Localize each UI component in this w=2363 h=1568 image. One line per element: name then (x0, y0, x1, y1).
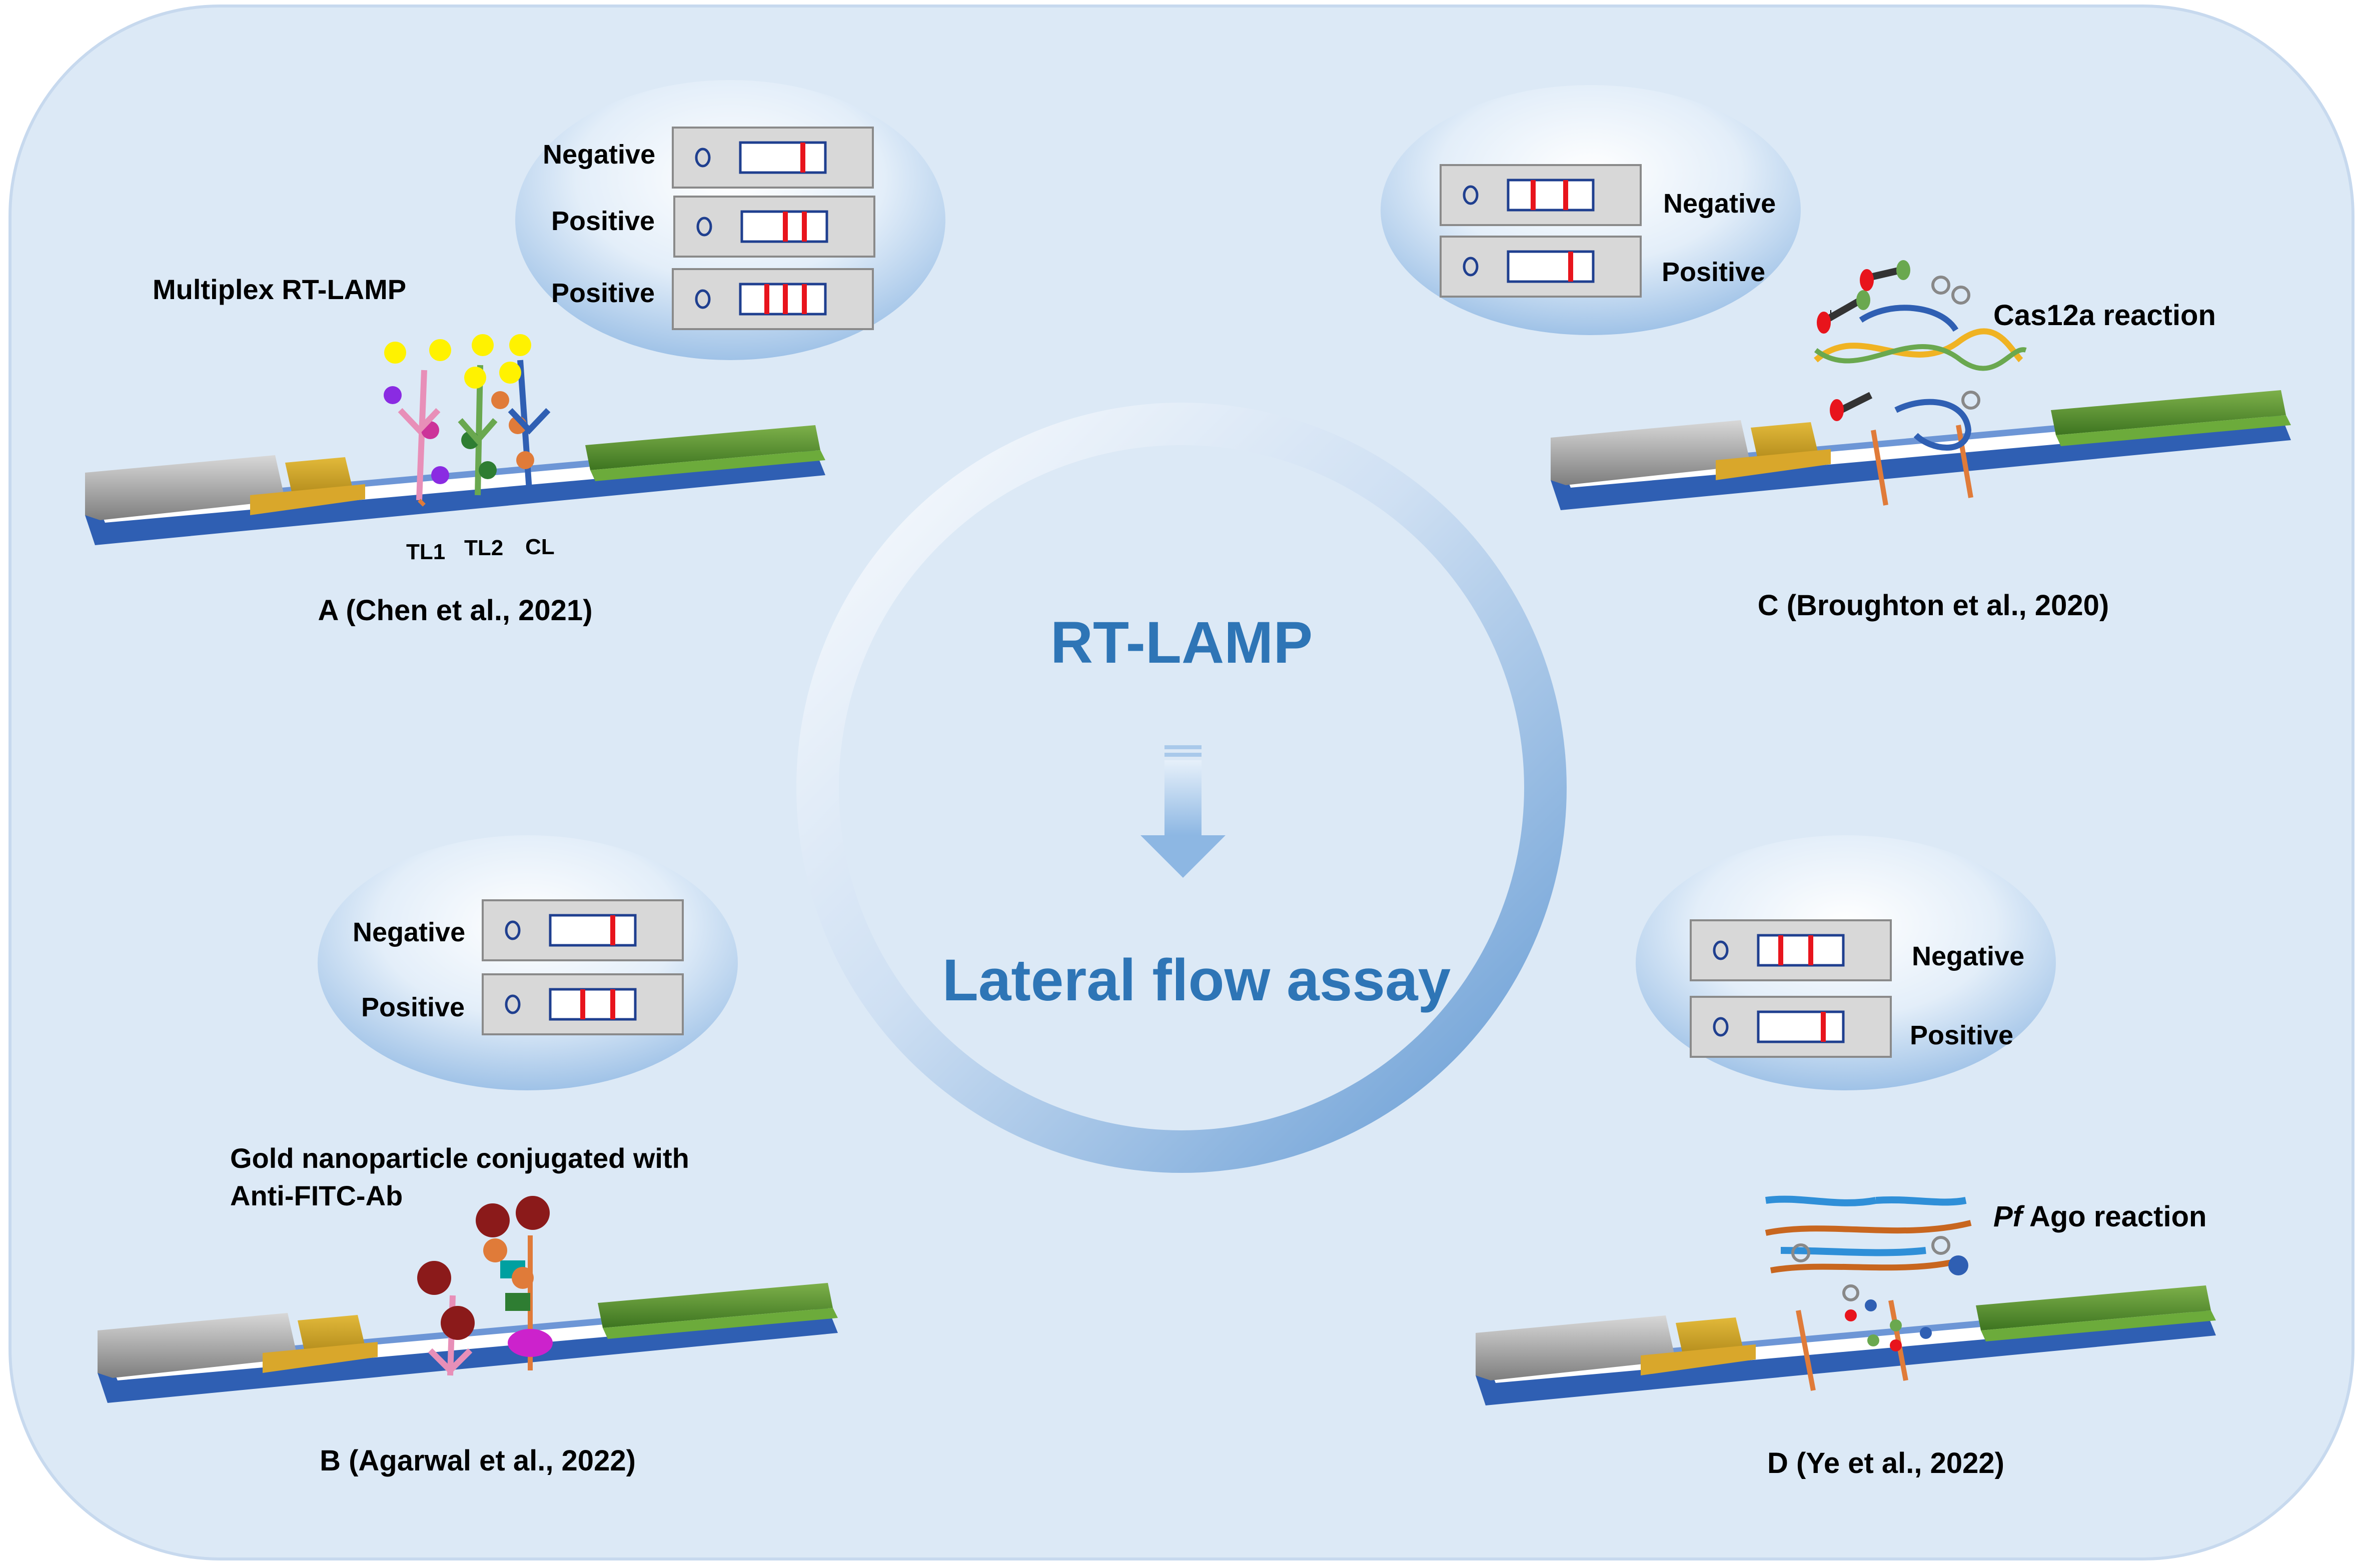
center-subtitle: Lateral flow assay (942, 947, 1451, 1013)
result-label: Positive (1910, 1020, 2013, 1050)
panel-b: Negative Positive Gold nanoparticle conj… (98, 835, 838, 1477)
result-row-c-1: Negative (1441, 165, 1776, 225)
result-line (1778, 935, 1783, 965)
panel-d: Negative Positive Pf Ago reaction (1476, 835, 2216, 1479)
result-line (783, 212, 788, 242)
result-label: Negative (543, 140, 655, 170)
method-label-c: Cas12a reaction (1993, 299, 2216, 332)
line-label-tl2: TL2 (464, 536, 503, 560)
result-row-d-2: Positive (1691, 997, 2013, 1057)
result-label: Negative (1912, 941, 2024, 971)
result-label: Positive (551, 278, 655, 308)
caption-c: C (Broughton et al., 2020) (1758, 589, 2109, 622)
caption-d: D (Ye et al., 2022) (1767, 1447, 2004, 1479)
method-label-d-rest: Ago reaction (2022, 1200, 2206, 1233)
down-arrow-icon (1140, 745, 1226, 878)
method-label-d-italic: Pf (1993, 1200, 2025, 1233)
result-line (610, 915, 615, 945)
method-label-a: Multiplex RT-LAMP (153, 274, 406, 305)
result-line (802, 284, 807, 314)
test-lines-c (1871, 425, 1973, 506)
cas12a-complex-icon (1814, 260, 2027, 451)
result-row-a-3: Positive (551, 269, 873, 329)
result-line (783, 284, 788, 314)
result-line (1821, 1012, 1826, 1042)
result-label: Negative (353, 917, 465, 947)
method-label-b-line1: Gold nanoparticle conjugated with (230, 1142, 689, 1174)
result-line (1531, 180, 1536, 210)
result-row-a-1: Negative (543, 128, 873, 188)
result-label: Positive (551, 206, 655, 236)
result-line (1568, 252, 1573, 282)
result-line (610, 989, 615, 1019)
caption-a: A (Chen et al., 2021) (318, 594, 592, 627)
result-label: Negative (1663, 189, 1776, 219)
result-row-a-2: Positive (551, 197, 874, 257)
gold-nanoparticle-complex-icon (417, 1196, 553, 1376)
result-line (764, 284, 769, 314)
result-row-d-1: Negative (1691, 920, 2024, 980)
panel-a: Negative Positive Positive Multiplex RT-… (85, 80, 945, 627)
panel-c: Negative Positive Cas12a reaction (1381, 85, 2291, 622)
result-line (1563, 180, 1568, 210)
method-label-d: Pf Ago reaction (1993, 1200, 2206, 1233)
result-label: Positive (361, 992, 465, 1022)
center-title: RT-LAMP (1050, 610, 1313, 676)
method-label-b-line2: Anti-FITC-Ab (230, 1180, 403, 1211)
result-line (1808, 935, 1813, 965)
line-label-tl1: TL1 (406, 540, 445, 564)
result-line (580, 989, 585, 1019)
caption-b: B (Agarwal et al., 2022) (320, 1444, 636, 1477)
result-label: Positive (1662, 257, 1765, 287)
result-row-b-1: Negative (353, 900, 683, 960)
result-row-b-2: Positive (361, 974, 683, 1034)
result-line (802, 212, 807, 242)
result-row-c-2: Positive (1441, 237, 1765, 297)
pfago-dna-icon (1765, 1195, 1972, 1351)
antibody-cluster-a (384, 334, 551, 507)
results-oval-b (318, 835, 738, 1090)
line-label-cl: CL (525, 535, 555, 559)
result-line (800, 143, 805, 173)
